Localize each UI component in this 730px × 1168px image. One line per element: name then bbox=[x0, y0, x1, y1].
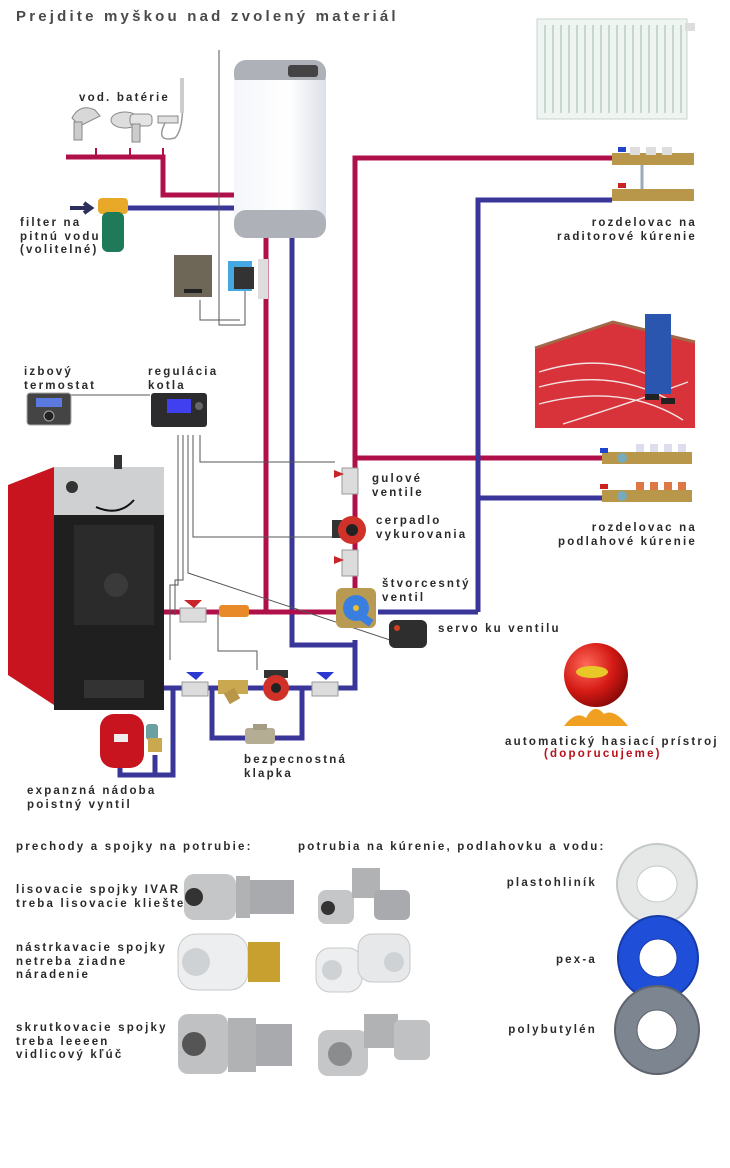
fitting-label: nástrkavacie spojky netreba ziadne nárad… bbox=[16, 942, 168, 981]
circulation-pump-icon[interactable] bbox=[330, 512, 368, 548]
strainer-icon[interactable] bbox=[216, 676, 250, 704]
hot-pipe-faucets bbox=[66, 154, 240, 198]
boiler-controller-icon[interactable] bbox=[150, 392, 210, 436]
pipe-label: polybutylén bbox=[508, 1024, 597, 1036]
hot-pipe-main bbox=[352, 155, 612, 612]
temp-sensor-icon[interactable] bbox=[217, 603, 251, 619]
ball-valve-icon[interactable] bbox=[178, 600, 208, 624]
four-way-valve-label: štvorcesntý ventil bbox=[382, 578, 471, 604]
pipe-label: pex-a bbox=[555, 954, 597, 966]
circulation-pump-icon[interactable] bbox=[254, 668, 302, 704]
pipe-roll-polybutylen-icon[interactable] bbox=[614, 985, 700, 1075]
pipe-roll-plastohlinik-icon[interactable] bbox=[616, 843, 698, 925]
ball-valves-label: gulové ventile bbox=[372, 473, 424, 499]
radiator-manifold-label: rozdelovac na raditorové kúrenie bbox=[557, 217, 697, 243]
floor-heating-icon[interactable] bbox=[533, 312, 698, 430]
ball-valve-icon[interactable] bbox=[180, 670, 210, 698]
pipe-rolls bbox=[614, 843, 700, 1075]
heater-controller-icon[interactable] bbox=[172, 255, 282, 305]
fitting-label: skrutkovacie spojky treba leeeen vidlico… bbox=[16, 1022, 168, 1061]
cold-pipe-heater bbox=[289, 238, 355, 648]
heating-pump-label: cerpadlo vykurovania bbox=[376, 515, 468, 541]
push-fitting-straight-icon[interactable] bbox=[174, 930, 284, 992]
fire-extinguisher-note: (doporucujeme) bbox=[544, 748, 662, 760]
servo-icon[interactable] bbox=[387, 618, 429, 650]
boiler-icon[interactable] bbox=[4, 455, 166, 715]
compression-fitting-elbow-icon[interactable] bbox=[314, 1008, 434, 1078]
radiator-manifold-icon[interactable] bbox=[612, 145, 702, 210]
valve-servo-label: servo ku ventilu bbox=[438, 623, 561, 635]
check-valve-icon[interactable] bbox=[243, 722, 277, 748]
four-way-valve-icon[interactable] bbox=[334, 584, 378, 632]
faucets-label: vod. batérie bbox=[79, 92, 170, 104]
expansion-vessel-icon[interactable] bbox=[98, 710, 168, 772]
pipe-label: plastohliník bbox=[506, 877, 597, 889]
pipes-heading: potrubia na kúrenie, podlahovku a vodu: bbox=[298, 841, 606, 853]
room-thermostat-icon[interactable] bbox=[26, 392, 74, 428]
boiler-control-label: regulácia kotla bbox=[148, 366, 219, 392]
faucets-icon[interactable] bbox=[60, 78, 190, 146]
expansion-label: expanzná nádoba poistný vyntil bbox=[27, 785, 157, 811]
fitting-label: lisovacie spojky IVAR treba lisovacie kl… bbox=[16, 884, 186, 910]
push-fitting-elbow-icon[interactable] bbox=[314, 930, 414, 996]
fire-ball-icon[interactable] bbox=[556, 640, 636, 730]
ball-valve-icon[interactable] bbox=[334, 464, 364, 496]
fittings-heading: prechody a spojky na potrubie: bbox=[16, 841, 253, 853]
water-filter-icon[interactable] bbox=[68, 196, 130, 256]
press-fitting-elbow-icon[interactable] bbox=[314, 860, 414, 928]
room-thermostat-label: izbový termostat bbox=[24, 366, 97, 392]
safety-flap-label: bezpecnostná klapka bbox=[244, 754, 348, 780]
floor-manifold-icon[interactable] bbox=[598, 438, 698, 510]
ball-valve-icon[interactable] bbox=[310, 670, 340, 698]
ball-valve-icon[interactable] bbox=[334, 548, 364, 578]
water-heater-icon[interactable] bbox=[230, 60, 330, 242]
page-title: Prejdite myškou nad zvolený materiál bbox=[16, 8, 399, 25]
fire-extinguisher-label: automatický hasiací prístroj bbox=[505, 736, 719, 748]
compression-fitting-straight-icon[interactable] bbox=[174, 1008, 294, 1080]
press-fitting-straight-icon[interactable] bbox=[178, 868, 298, 926]
cold-pipe-return bbox=[475, 197, 612, 612]
filter-label: filter na pitnú vodu (volitelné) bbox=[20, 217, 101, 256]
radiator-icon[interactable] bbox=[535, 17, 695, 129]
floor-manifold-label: rozdelovac na podlahové kúrenie bbox=[557, 522, 697, 548]
